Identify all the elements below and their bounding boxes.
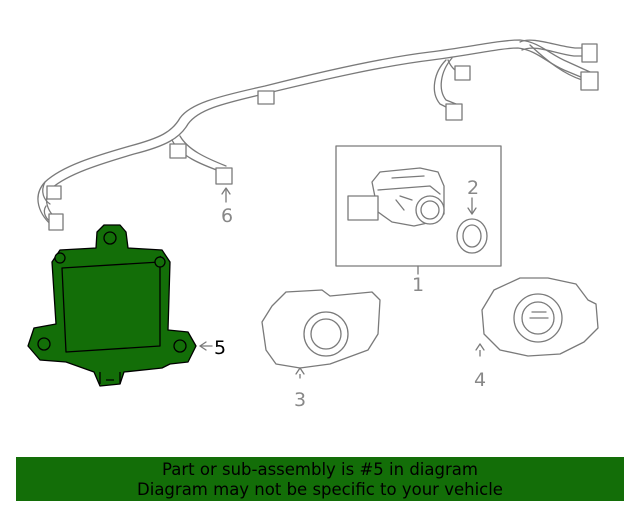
callout-1: 1 [412,274,424,296]
sensor-bracket-3 [261,289,381,379]
callout-6: 6 [221,205,233,227]
callout-2: 2 [467,177,479,199]
callout-3: 3 [294,389,306,411]
control-module-highlighted [27,224,197,387]
sensor-bracket-4 [475,277,599,357]
callout-4: 4 [474,369,486,391]
banner-line-1: Part or sub-assembly is #5 in diagram [162,460,478,479]
harness-connectors [46,43,599,231]
notice-banner: Part or sub-assembly is #5 in diagram Di… [16,457,624,501]
sensor-inset-box [335,145,502,275]
callout-5: 5 [214,337,226,359]
wiring-harness [37,39,591,229]
parts-diagram: 1 2 3 4 5 6 [27,39,599,411]
banner-line-2: Diagram may not be specific to your vehi… [137,480,503,499]
